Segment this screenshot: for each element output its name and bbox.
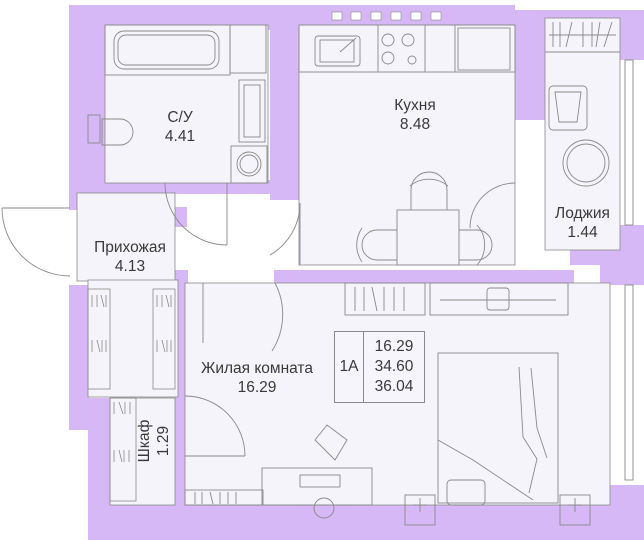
floors: [76, 17, 621, 506]
loggia-label: Лоджия 1.44: [545, 204, 620, 242]
living-name: Жилая комната: [201, 360, 313, 377]
closet-floor: [109, 397, 176, 506]
apartment-type: 1А: [335, 332, 364, 402]
bathroom-label: С/У 4.41: [150, 108, 210, 146]
living-area: 16.29: [237, 379, 277, 396]
living-label: Жилая комната 16.29: [186, 359, 328, 397]
apartment-summary-box: 1А 16.29 34.60 36.04: [334, 331, 425, 403]
hallway-label: Прихожая 4.13: [80, 238, 180, 276]
kitchen-area: 8.48: [399, 116, 431, 133]
loggia-floor: [544, 17, 621, 251]
total-area-value: 34.60: [374, 358, 414, 375]
closet-label: Шкаф 1.29: [118, 400, 188, 470]
kitchen-name: Кухня: [394, 97, 436, 114]
loggia-fixtures: [545, 21, 634, 481]
hallway-lower: [87, 279, 179, 398]
living-area-value: 16.29: [374, 338, 414, 355]
kitchen-fixtures: [298, 24, 516, 266]
loggia-area: 1.44: [567, 224, 598, 241]
doors: [1, 182, 516, 457]
wardrobes: [87, 288, 176, 502]
kitchen-windows: [331, 11, 442, 21]
kitchen-label: Кухня 8.48: [370, 96, 460, 134]
kitchen-floor: [298, 24, 516, 266]
bathroom-fixtures: [87, 24, 268, 184]
bathroom-floor: [104, 24, 269, 184]
closet-area: 1.29: [155, 425, 172, 457]
total-with-loggia-value: 36.04: [374, 378, 414, 395]
hallway-name: Прихожая: [94, 239, 166, 256]
loggia-name: Лоджия: [555, 205, 610, 222]
hallway-floor: [76, 192, 176, 282]
closet-name: Шкаф: [136, 419, 153, 463]
hallway-area: 4.13: [114, 258, 146, 275]
bathroom-area: 4.41: [164, 128, 196, 145]
bathroom-name: С/У: [167, 109, 193, 126]
living-furniture: [184, 282, 591, 526]
